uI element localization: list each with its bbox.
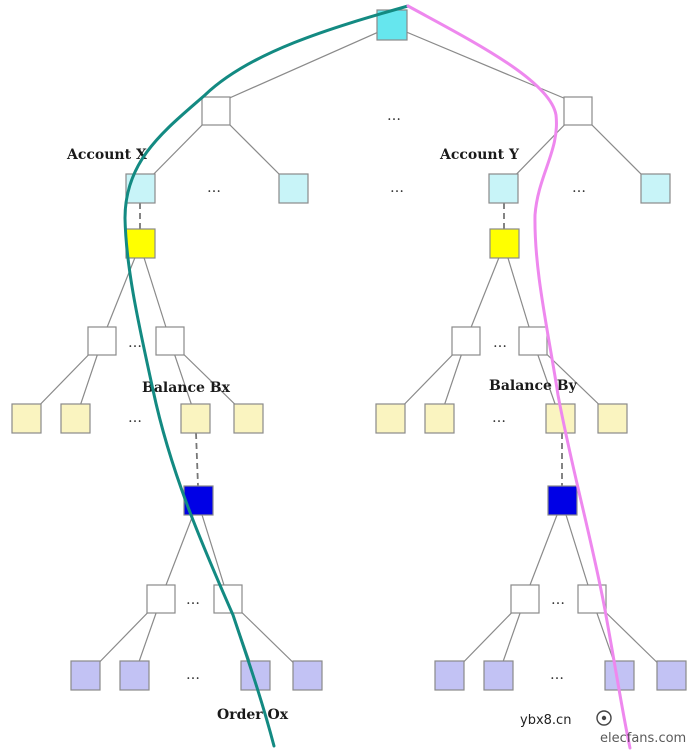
- balance-root-x-node: [125, 228, 156, 259]
- balance-leaf-node: [597, 403, 628, 434]
- ellipsis: …: [572, 180, 586, 196]
- ellipsis: …: [387, 108, 401, 124]
- order-root-y-node: [547, 485, 578, 516]
- ellipsis-marks: … … … … … … … … … … … …: [128, 108, 586, 683]
- watermark-logo-icon: [596, 710, 612, 726]
- proof-path-y: [406, 4, 632, 750]
- inner-node: [155, 326, 185, 356]
- watermark-brand: elecfans.com: [600, 731, 686, 746]
- inner-node: [451, 326, 481, 356]
- account-node: [278, 173, 309, 204]
- watermark-badge: [514, 708, 592, 730]
- order-leaf-node: [292, 660, 323, 691]
- account-x-label: Account X: [66, 147, 147, 163]
- inner-node: [510, 584, 540, 614]
- order-leaf-node: [483, 660, 514, 691]
- account-y-node: [488, 173, 519, 204]
- balance-leaf-node: [375, 403, 406, 434]
- dashed-links: [139, 203, 563, 487]
- ellipsis: …: [390, 180, 404, 196]
- balance-leaf-node: [11, 403, 42, 434]
- balance-bx-node: [180, 403, 211, 434]
- ellipsis: …: [186, 592, 200, 608]
- watermark-logo-dot-icon: [601, 715, 607, 721]
- order-leaf-node: [70, 660, 101, 691]
- watermark-site: ybx8.cn: [520, 713, 571, 728]
- inner-node: [146, 584, 176, 614]
- ellipsis: …: [550, 667, 564, 683]
- balance-leaf-node: [233, 403, 264, 434]
- ellipsis: …: [207, 180, 221, 196]
- tree-nodes: [11, 9, 687, 691]
- account-y-label: Account Y: [439, 147, 520, 163]
- inner-node: [87, 326, 117, 356]
- order-leaf-node: [119, 660, 150, 691]
- ellipsis: …: [128, 335, 142, 351]
- ellipsis: …: [186, 667, 200, 683]
- balance-bx-label: Balance Bx: [142, 380, 231, 396]
- inner-node: [201, 96, 231, 126]
- inner-node: [213, 584, 243, 614]
- inner-node: [518, 326, 548, 356]
- ellipsis: …: [551, 592, 565, 608]
- ellipsis: …: [492, 410, 506, 426]
- proof-path-x: [123, 4, 410, 748]
- balance-by-label: Balance By: [489, 378, 578, 394]
- order-leaf-node: [656, 660, 687, 691]
- ellipsis: …: [493, 335, 507, 351]
- watermark: ybx8.cn elecfans.com: [514, 708, 686, 746]
- account-node: [640, 173, 671, 204]
- order-leaf-node: [434, 660, 465, 691]
- balance-leaf-node: [424, 403, 455, 434]
- balance-leaf-node: [60, 403, 91, 434]
- ellipsis: …: [128, 410, 142, 426]
- order-ox-label: Order Ox: [217, 707, 289, 723]
- inner-node: [563, 96, 593, 126]
- balance-root-y-node: [489, 228, 520, 259]
